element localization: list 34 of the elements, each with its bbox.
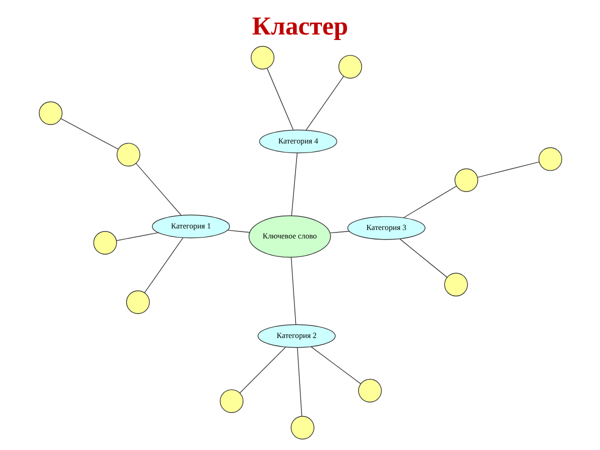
connector: [238, 346, 286, 393]
connector: [116, 232, 158, 240]
node-circle: [338, 54, 362, 78]
node-circle: [126, 290, 150, 314]
node-circle: [290, 415, 314, 439]
connector: [60, 118, 118, 150]
connector: [296, 346, 302, 416]
connector: [398, 238, 447, 278]
node-ellipse: Ключевое слово: [248, 214, 330, 258]
node-circle: [250, 45, 274, 69]
connector: [226, 229, 250, 232]
node-circle: [358, 378, 382, 402]
node-circle: [538, 146, 562, 170]
connector: [266, 68, 294, 130]
connector: [476, 161, 540, 178]
node-ellipse: Категория 4: [258, 129, 337, 153]
connector: [290, 152, 298, 216]
node-circle: [116, 142, 140, 166]
connector: [290, 256, 296, 324]
node-ellipse: Категория 3: [346, 216, 425, 240]
diagram-title: Кластер: [252, 11, 348, 40]
node-ellipse: Категория 2: [257, 324, 336, 348]
node-circle: [454, 168, 478, 192]
connector: [135, 162, 182, 216]
connector: [310, 346, 360, 384]
node-circle: [444, 272, 468, 296]
connector: [144, 237, 183, 293]
node-circle: [92, 230, 116, 254]
connector: [402, 185, 456, 218]
connector: [329, 230, 350, 233]
connector: [305, 75, 344, 130]
node-circle: [38, 100, 62, 124]
node-ellipse: Категория 1: [151, 214, 230, 238]
node-circle: [219, 388, 243, 412]
